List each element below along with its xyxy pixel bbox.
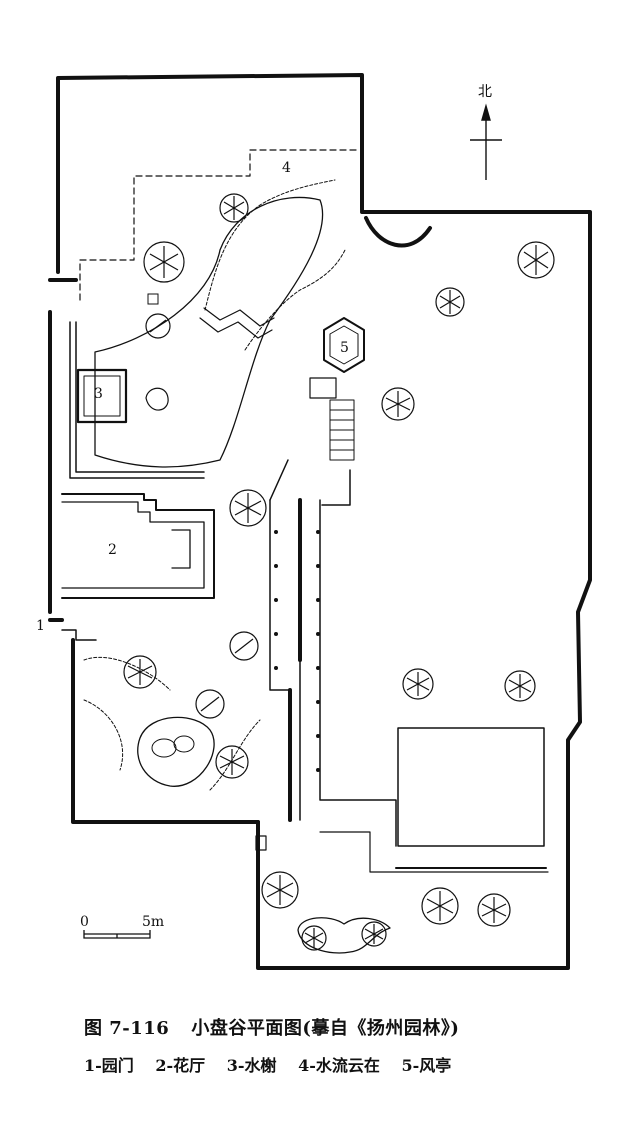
legend-item: 4-水流云在 (298, 1056, 380, 1075)
tree (504, 670, 536, 702)
outer-walls (48, 73, 592, 970)
tree (219, 193, 249, 223)
tree (229, 489, 267, 527)
legend-item: 5-风亭 (401, 1056, 452, 1075)
tree (421, 887, 459, 925)
rockery-east (244, 249, 346, 351)
garden-plan: 北 0 5m 1 2 3 4 5 (36, 73, 592, 970)
scale-bar (83, 930, 151, 939)
garden-gate (61, 629, 97, 641)
scale-five: 5m (142, 914, 164, 930)
legend-item: 1-园门 (84, 1056, 134, 1075)
stone-table (147, 293, 159, 305)
figure-number: 图 7-116 (84, 1018, 170, 1039)
round-shrub (229, 631, 259, 661)
northeast-gate (364, 216, 432, 248)
pond (94, 196, 324, 468)
marker-5: 5 (340, 340, 349, 356)
round-shrub (195, 689, 225, 719)
tree (402, 668, 434, 700)
legend: 1-园门 2-花厅 3-水榭 4-水流云在 5-风亭 (84, 1052, 467, 1076)
tree (361, 921, 387, 947)
islet-rock (145, 387, 169, 411)
round-shrub (145, 313, 171, 339)
tree (143, 241, 185, 283)
marker-1: 1 (36, 618, 45, 634)
north-label: 北 (478, 84, 492, 100)
dashed-corridor (79, 149, 357, 301)
tree (517, 241, 555, 279)
south-rockery (83, 656, 261, 791)
east-building (397, 727, 545, 847)
tree (123, 655, 157, 689)
flower-hall (61, 493, 215, 599)
rockery-west (204, 179, 336, 311)
marker-4: 4 (282, 160, 291, 176)
long-corridor (269, 459, 397, 847)
north-arrow (470, 103, 502, 180)
tree (435, 287, 465, 317)
tree (215, 745, 249, 779)
trees (123, 193, 555, 951)
tree (381, 387, 415, 421)
cloud-flowerbed (297, 917, 391, 954)
hexagonal-pavilion (323, 317, 365, 373)
south-pond (137, 716, 215, 787)
legend-item: 2-花厅 (155, 1056, 206, 1075)
waterside-pavilion (76, 368, 128, 424)
tree (301, 925, 327, 951)
zigzag-bridge (199, 317, 273, 339)
legend-item: 3-水榭 (226, 1056, 277, 1075)
tree (261, 871, 299, 909)
marker-3: 3 (94, 386, 103, 402)
figure-caption: 图 7-116 小盘谷平面图(摹自《扬州园林》) (84, 1014, 481, 1040)
stair (329, 399, 355, 461)
corridor-columns (274, 530, 320, 772)
marker-2: 2 (108, 542, 117, 558)
scale-zero: 0 (80, 914, 89, 930)
figure-title: 小盘谷平面图(摹自《扬州园林》) (191, 1018, 460, 1039)
tree (477, 893, 511, 927)
